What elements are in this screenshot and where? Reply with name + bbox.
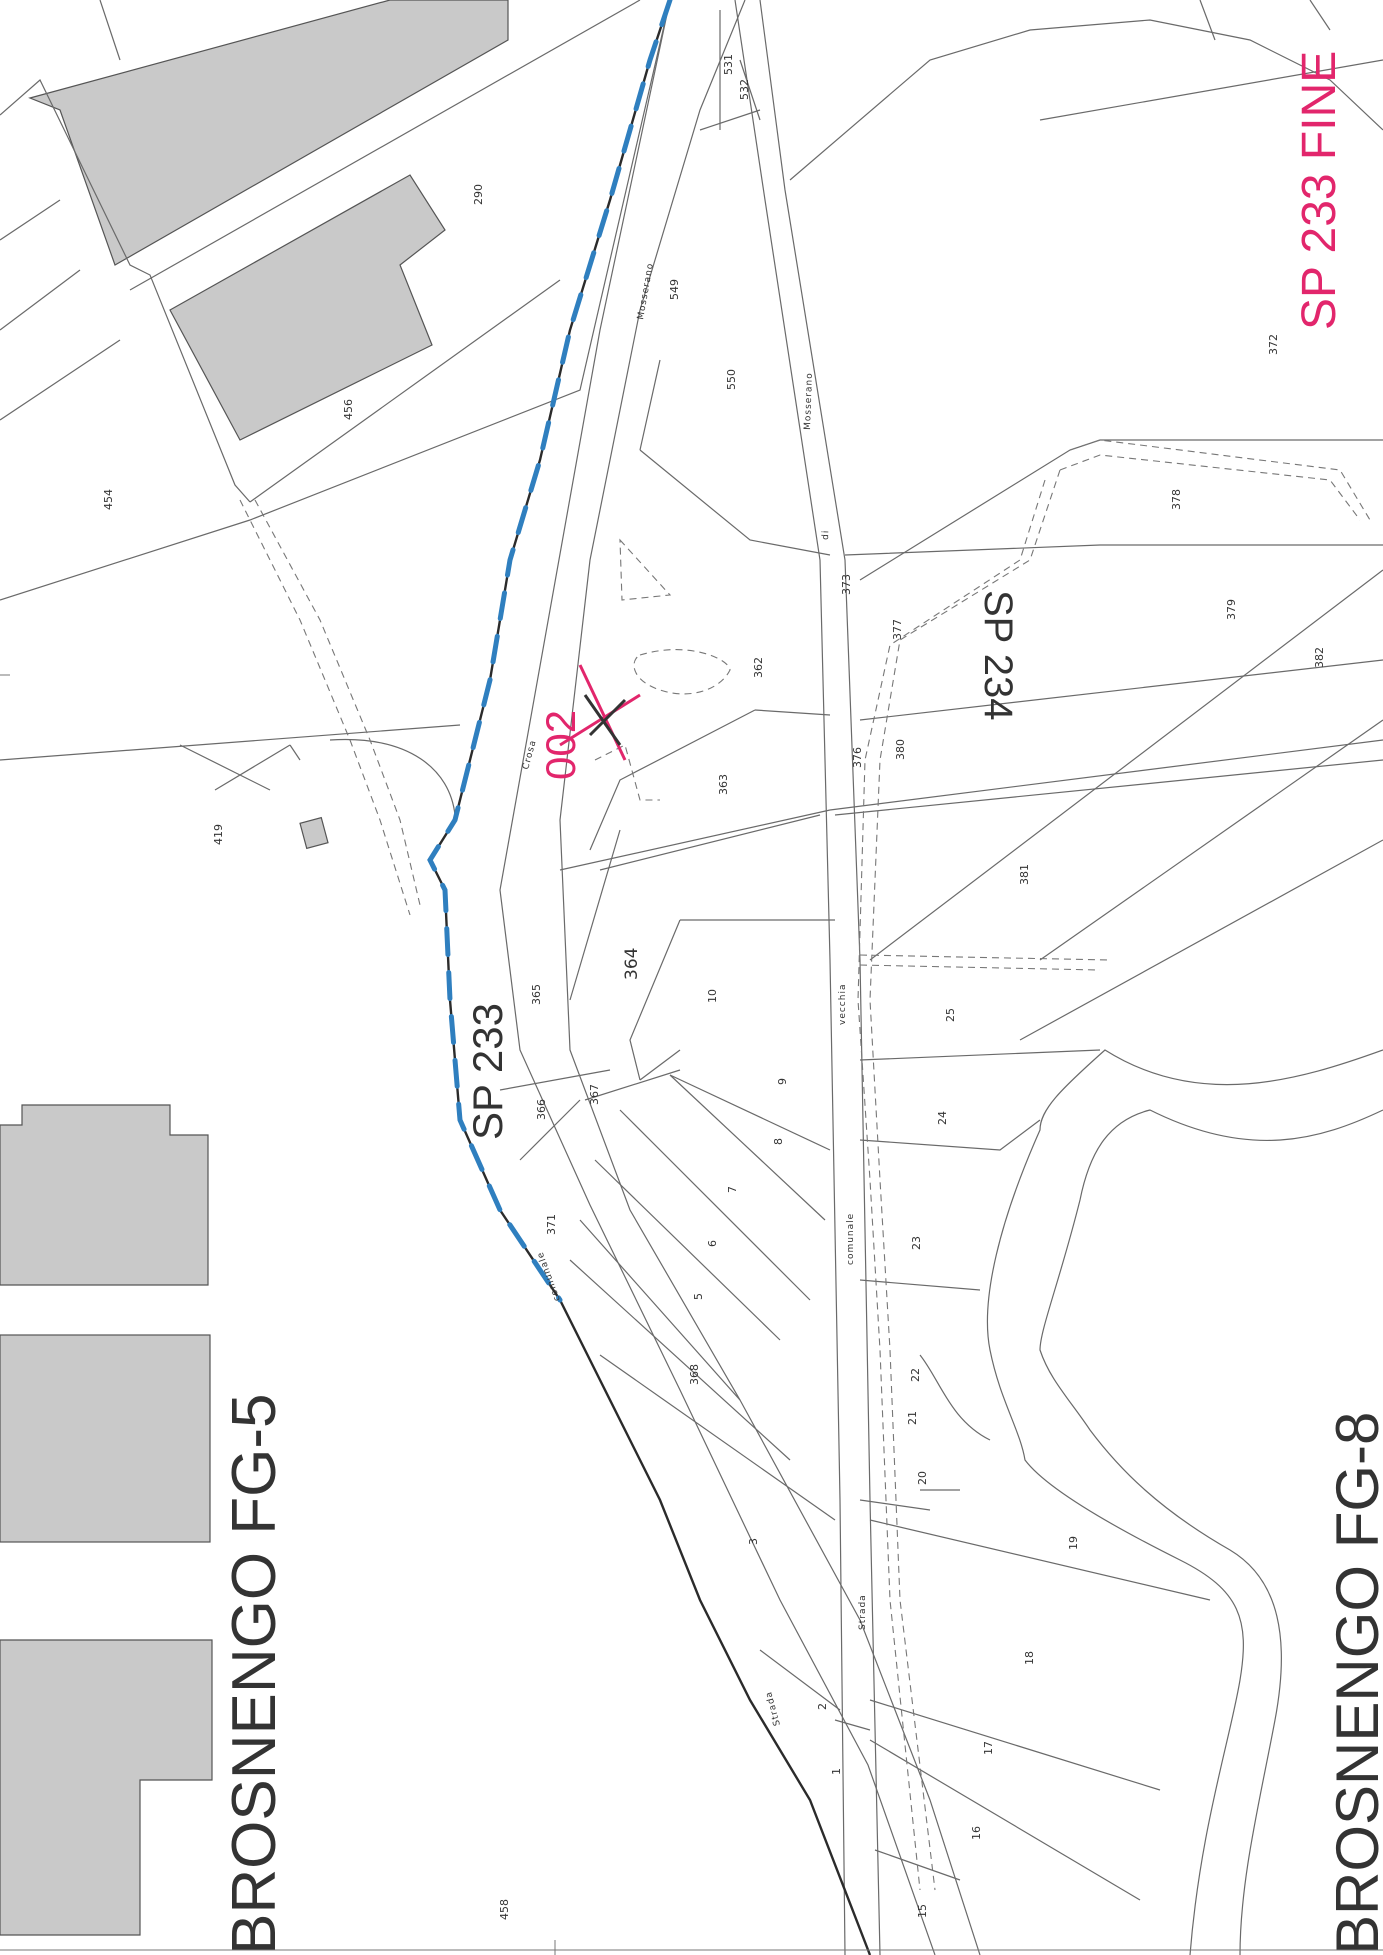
parcel-number: 373 — [840, 574, 853, 595]
road-name: Mosserano — [636, 262, 656, 320]
parcel-number: 532 — [738, 79, 751, 100]
municipal-border — [427, 0, 872, 1955]
parcel-number: 18 — [1023, 1651, 1036, 1665]
sp234-road-annotation: SP 234 — [976, 590, 1020, 721]
parcel-number: 25 — [944, 1008, 957, 1022]
parcel-labels: 290 454 456 419 531 532 549 550 362 363 … — [102, 54, 1326, 1920]
parcel-number: 377 — [891, 619, 904, 640]
parcel-number: 2 — [816, 1703, 829, 1710]
road-name: di — [821, 530, 831, 541]
sheet-label-fg8: BROSNENGO FG-8 — [1324, 1412, 1383, 1955]
parcel-number: 10 — [706, 989, 719, 1003]
parcel-number: 290 — [472, 184, 485, 205]
road-name: comunale — [846, 1213, 856, 1265]
parcel-number: 376 — [851, 747, 864, 768]
road-name: Strada — [764, 1690, 783, 1727]
parcel-number: 21 — [906, 1411, 919, 1425]
parcel-number: 364 — [622, 948, 642, 980]
parcel-number: 454 — [102, 489, 115, 510]
parcel-number: 19 — [1067, 1536, 1080, 1550]
dashed-paths — [239, 439, 1371, 1891]
road-name: Mosserano — [803, 372, 815, 430]
building — [169, 174, 446, 441]
parcel-number: 362 — [752, 657, 765, 678]
parcel-number: 9 — [776, 1078, 789, 1085]
parcel-number: 17 — [982, 1741, 995, 1755]
parcel-number: 5 — [692, 1293, 705, 1300]
parcel-number: 24 — [936, 1111, 949, 1125]
sheet-frame — [0, 674, 1383, 1955]
point-marker-cross-icon — [559, 664, 641, 761]
parcel-number: 367 — [588, 1084, 601, 1105]
parcel-number: 456 — [342, 399, 355, 420]
parcel-number: 378 — [1170, 489, 1183, 510]
parcel-number: 550 — [725, 369, 738, 390]
parcel-number: 372 — [1267, 334, 1280, 355]
parcel-number: 1 — [830, 1768, 843, 1775]
building — [299, 816, 329, 850]
building — [0, 1334, 211, 1543]
parcel-number: 371 — [545, 1214, 558, 1235]
parcel-number: 382 — [1313, 647, 1326, 668]
parcel-number: 380 — [894, 739, 907, 760]
buildings — [0, 0, 509, 1936]
road-name: vecchia — [838, 984, 848, 1025]
parcel-number: 419 — [212, 824, 225, 845]
parcel-number: 3 — [747, 1538, 760, 1545]
building — [0, 1104, 209, 1286]
parcel-number: 368 — [688, 1364, 701, 1385]
parcel-number: 16 — [970, 1826, 983, 1840]
sp233-end-annotation: SP 233 FINE — [1293, 51, 1346, 330]
road-name: Strada — [858, 1594, 868, 1630]
parcel-number: 549 — [668, 279, 681, 300]
building — [0, 1639, 213, 1936]
parcel-number: 7 — [726, 1186, 739, 1193]
sp233-road-annotation: SP 233 — [464, 1003, 511, 1140]
parcel-number: 22 — [909, 1368, 922, 1382]
parcel-number: 15 — [916, 1904, 929, 1918]
parcel-number: 365 — [530, 984, 543, 1005]
parcel-number: 8 — [772, 1138, 785, 1145]
parcel-number: 23 — [910, 1236, 923, 1250]
sheet-label-fg5: BROSNENGO FG-5 — [220, 1393, 289, 1955]
parcel-number: 6 — [706, 1240, 719, 1247]
road-name: comunale — [536, 1250, 563, 1302]
parcel-number: 20 — [916, 1471, 929, 1485]
building — [28, 0, 509, 266]
parcel-number: 379 — [1225, 599, 1238, 620]
handwritten-annotations: SP 233 SP 234 SP 233 FINE 002 BROSNENGO … — [220, 51, 1383, 1955]
parcel-number: 366 — [535, 1099, 548, 1120]
parcel-number: 458 — [498, 1899, 511, 1920]
parcel-number: 531 — [722, 54, 735, 75]
parcel-number: 363 — [717, 774, 730, 795]
parcel-number: 381 — [1018, 864, 1031, 885]
